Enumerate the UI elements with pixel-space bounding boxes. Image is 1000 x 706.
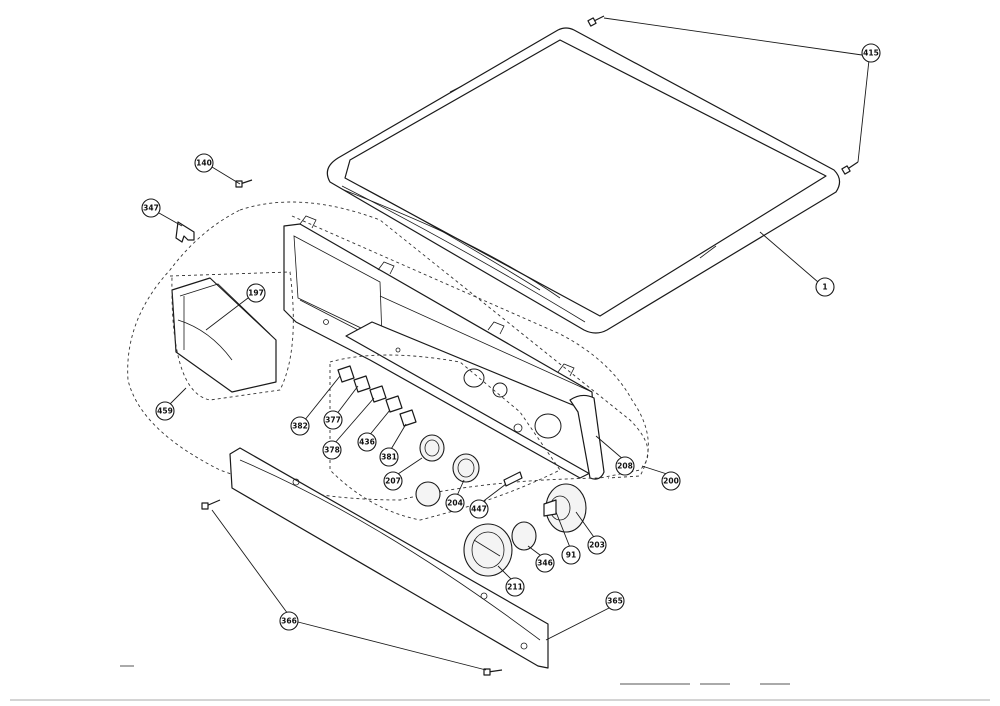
group-outline-459 (127, 201, 649, 501)
callout-91: 91 (561, 545, 581, 565)
callout-1: 1 (815, 277, 835, 297)
svg-text:366: 366 (281, 617, 297, 626)
callout-203: 203 (587, 535, 607, 555)
svg-text:347: 347 (143, 204, 159, 213)
group-outline-197 (169, 271, 294, 401)
callout-208: 208 (615, 456, 635, 476)
svg-text:415: 415 (863, 49, 879, 58)
callout-381: 381 (379, 447, 399, 467)
callout-204: 204 (445, 493, 465, 513)
callout-436: 436 (357, 432, 377, 452)
callout-415: 415 (861, 43, 881, 63)
callout-365: 365 (605, 591, 625, 611)
svg-text:207: 207 (385, 477, 401, 486)
front-trim-strip (229, 447, 549, 669)
svg-text:365: 365 (607, 597, 623, 606)
svg-text:211: 211 (507, 583, 523, 592)
callout-211: 211 (505, 577, 525, 597)
callout-207: 207 (383, 471, 403, 491)
callout-459: 459 (155, 401, 175, 421)
shaft-447 (503, 471, 523, 487)
screw-415-top (587, 15, 605, 27)
callout-377: 377 (323, 410, 343, 430)
svg-text:382: 382 (292, 422, 308, 431)
screw-366-left (201, 499, 221, 510)
svg-text:346: 346 (537, 559, 553, 568)
svg-text:200: 200 (663, 477, 679, 486)
svg-text:1: 1 (822, 283, 827, 292)
svg-text:197: 197 (248, 289, 264, 298)
scan-artifacts (10, 665, 990, 701)
svg-text:91: 91 (566, 551, 576, 560)
timer-assembly (463, 483, 587, 577)
callout-382: 382 (290, 416, 310, 436)
svg-text:447: 447 (471, 505, 487, 514)
group-outline-200 (291, 215, 649, 479)
callout-378: 378 (322, 440, 342, 460)
screw-140 (235, 179, 253, 188)
screw-366-bottom (483, 668, 503, 676)
control-panel-frame (283, 215, 597, 479)
svg-text:459: 459 (157, 407, 173, 416)
svg-text:381: 381 (381, 453, 397, 462)
leader-lines (158, 17, 870, 671)
svg-text:378: 378 (324, 446, 340, 455)
svg-text:436: 436 (359, 438, 375, 447)
svg-text:140: 140 (196, 159, 212, 168)
svg-text:204: 204 (447, 499, 463, 508)
callout-140: 140 (194, 153, 214, 173)
callout-200: 200 (661, 471, 681, 491)
bracket-347 (175, 221, 195, 243)
callout-447: 447 (469, 499, 489, 519)
svg-text:208: 208 (617, 462, 633, 471)
screw-415-right (841, 161, 859, 175)
top-cover (326, 27, 841, 334)
selector-knobs (415, 434, 480, 507)
callout-197: 197 (246, 283, 266, 303)
callout-346: 346 (535, 553, 555, 573)
callout-347: 347 (141, 198, 161, 218)
button-keys (337, 365, 417, 427)
end-cap-208 (569, 394, 605, 480)
svg-text:377: 377 (325, 416, 341, 425)
dispenser-drawer (171, 277, 277, 393)
callout-366: 366 (279, 611, 299, 631)
svg-text:203: 203 (589, 541, 605, 550)
